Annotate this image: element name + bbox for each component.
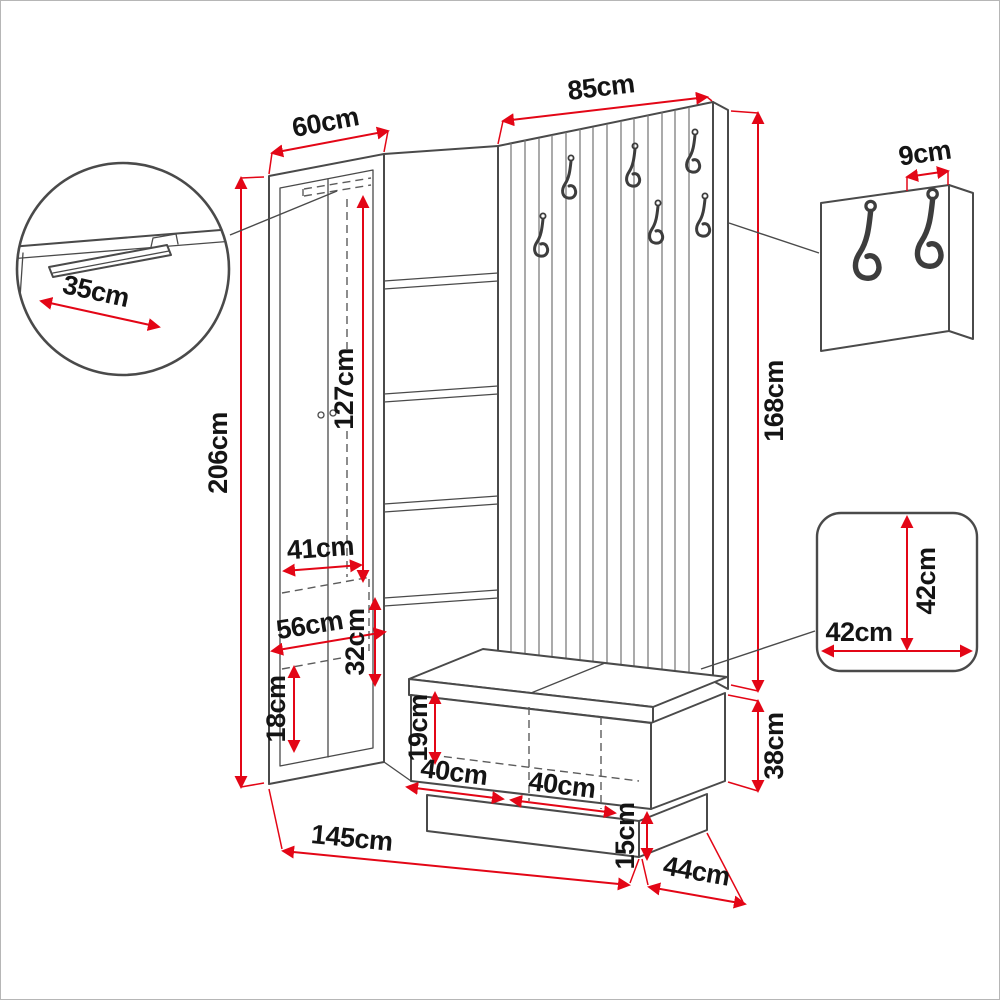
extendable-rail	[48, 244, 172, 278]
wardrobe	[268, 153, 385, 785]
mirror-door	[279, 169, 374, 767]
wardrobe-front	[268, 153, 385, 785]
dim-panel-height: 168cm	[759, 360, 789, 442]
dim-bench-height: 38cm	[759, 712, 789, 779]
seat-detail-box	[815, 511, 979, 673]
shelves	[383, 272, 499, 607]
dim-wardrobe-width: 60cm	[290, 101, 361, 143]
dim-niche-height: 32cm	[340, 608, 370, 675]
bench	[408, 648, 728, 858]
hanging-rail	[302, 177, 372, 197]
rail-detail-circle	[15, 161, 231, 377]
door-knob	[329, 409, 337, 417]
dim-inner-width: 41cm	[286, 531, 355, 566]
dimension-lines	[234, 91, 765, 909]
leader-lines	[229, 190, 820, 670]
dim-bench-depth: 44cm	[661, 851, 732, 892]
dim-seat-detail-depth: 42cm	[911, 547, 941, 614]
dim-seat-detail-width: 42cm	[825, 617, 892, 647]
bench-plinth-side	[638, 793, 708, 858]
door-knob	[317, 411, 325, 419]
dim-bench-inner-height: 19cm	[403, 694, 433, 761]
dim-bottom-compartment-height: 18cm	[261, 675, 291, 742]
dim-total-width: 145cm	[310, 819, 394, 857]
dim-hanging-height: 127cm	[329, 348, 359, 430]
dim-hook-panel-depth: 9cm	[897, 135, 953, 172]
hook-panel-detail	[820, 166, 974, 352]
coat-rack-panel	[497, 101, 729, 690]
dim-plinth-height: 15cm	[610, 802, 640, 869]
panel-slats	[510, 107, 690, 679]
bench-side	[650, 692, 726, 810]
dim-total-height: 206cm	[203, 412, 233, 494]
dim-panel-width: 85cm	[566, 68, 636, 106]
shelf-column	[383, 145, 499, 782]
